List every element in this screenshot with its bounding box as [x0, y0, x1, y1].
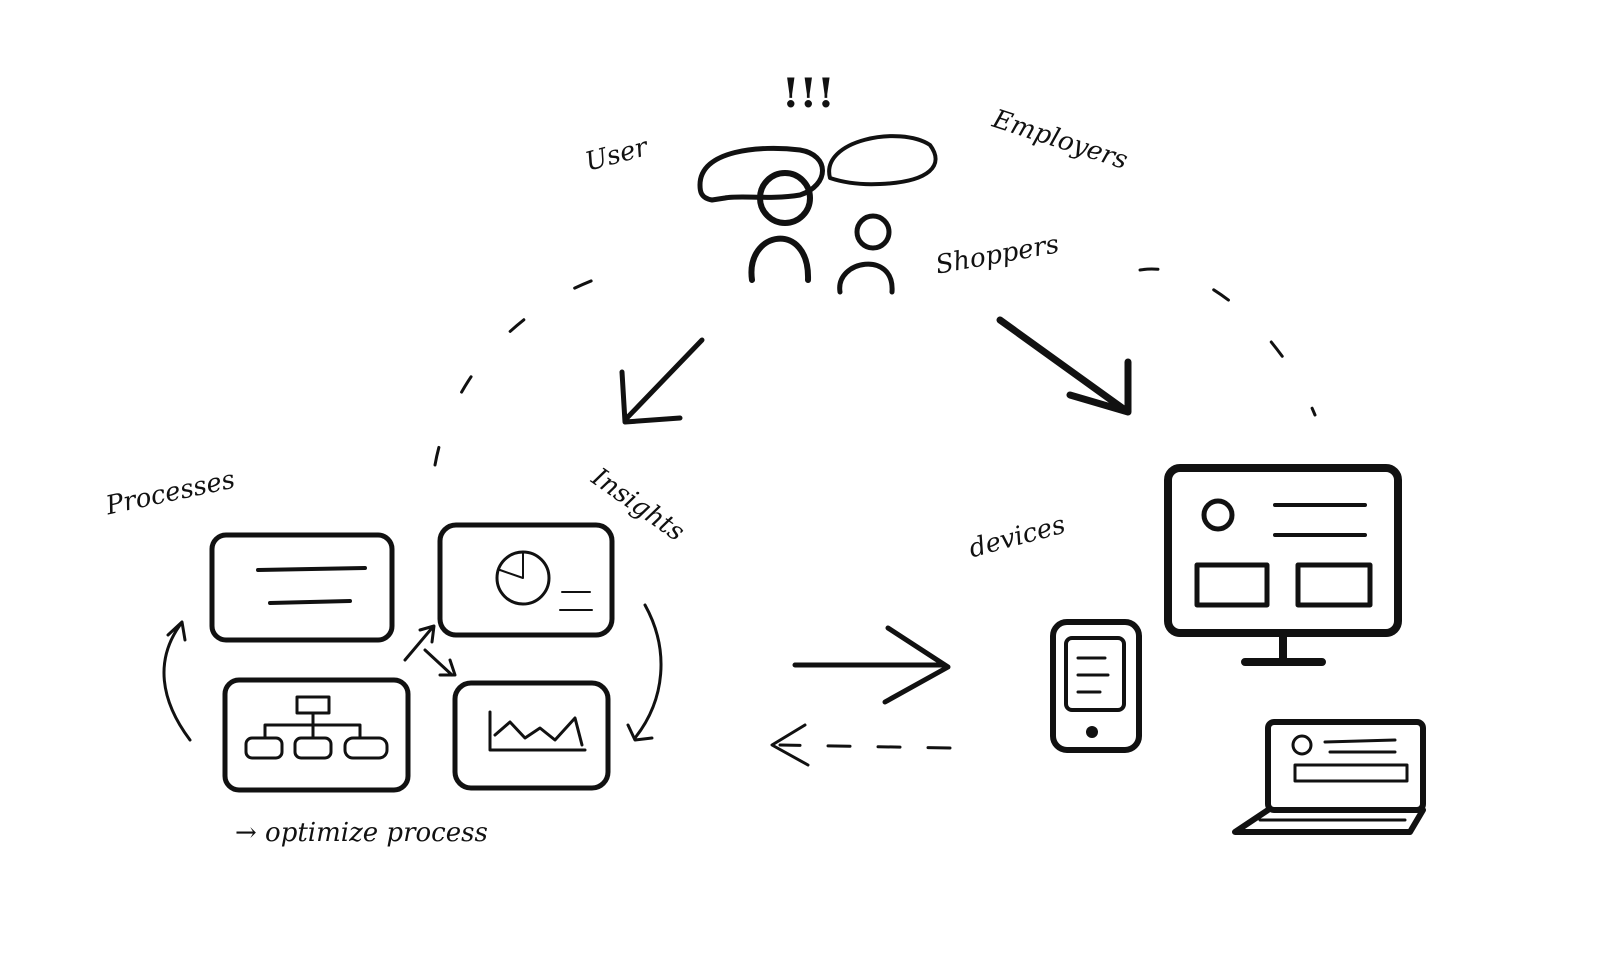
process-panel-chart: [452, 680, 611, 791]
process-panel-text: [209, 532, 395, 643]
process-panel-pie: [437, 522, 615, 638]
people-icon: [697, 134, 938, 295]
laptop-icon: [1232, 719, 1426, 835]
dashed-arc-right: [1138, 267, 1317, 417]
arrow-right: [792, 625, 951, 705]
phone-icon: [1050, 619, 1142, 753]
dashed-arc-left: [433, 263, 647, 467]
dashed-arrow-left: [770, 723, 952, 767]
cycle-arrows: [162, 603, 663, 742]
arrow-down-left: [619, 337, 705, 425]
arrow-down-right: [996, 316, 1132, 416]
optimize-process-label: → optimize process: [235, 818, 488, 848]
exclamation-label: !!!: [782, 70, 835, 117]
process-panel-orgchart: [222, 677, 411, 793]
monitor-icon: [1164, 464, 1402, 666]
